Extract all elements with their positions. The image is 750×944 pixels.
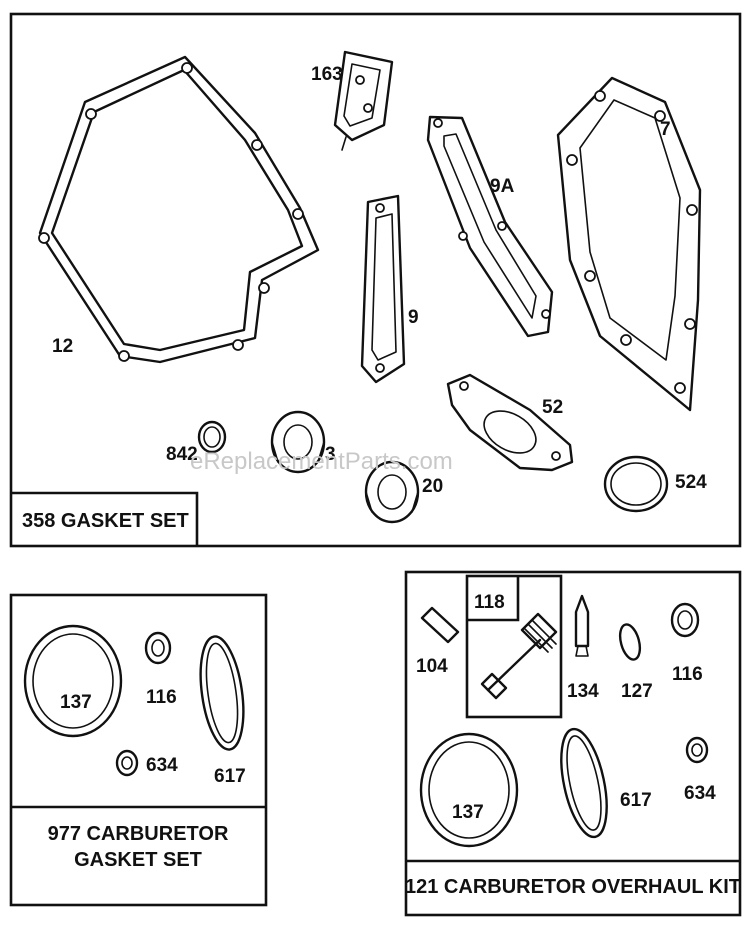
carb-gasket-set-title-line2: GASKET SET [74,849,202,871]
ring-524-part [603,455,669,513]
needle-134-part [574,594,590,657]
pin-104-part [420,606,460,644]
label-127: 127 [621,681,653,702]
kit-118-box [465,574,563,719]
label-3: 3 [325,444,336,465]
label-137-set: 137 [60,692,92,713]
label-104: 104 [416,656,448,677]
ring-842-part [197,420,227,454]
gasket-9-part [360,194,406,384]
gasket-set-panel: 358 GASKET SET 12 163 9A [9,12,742,548]
label-634-kit: 634 [684,783,716,804]
ring-617-part [199,635,245,751]
gasket-163-part [333,50,394,151]
ring-617-kit-part [560,727,608,839]
watermark-text: eReplacementParts.com [190,448,453,475]
carb-gasket-set-title-line1: 977 CARBURETOR [48,823,229,845]
overhaul-kit-frame [404,570,742,917]
label-12: 12 [52,336,73,357]
label-52: 52 [542,397,563,418]
overhaul-kit-title: 121 CARBURETOR OVERHAUL KIT [405,876,741,898]
disc-127-part [618,623,642,661]
seal-116-part [144,631,172,665]
label-7: 7 [660,119,671,140]
label-116-kit: 116 [672,664,703,685]
label-617-kit: 617 [620,790,652,811]
carb-gasket-set-panel: 977 CARBURETOR GASKET SET 137 116 634 61… [9,593,268,907]
gasket-9a-part [426,115,554,338]
needle-screw-part [480,612,558,700]
gasket-set-frame [9,12,742,548]
label-137-kit: 137 [452,802,484,823]
label-9: 9 [408,307,419,328]
label-116-set: 116 [146,687,177,708]
gasket-set-title: 358 GASKET SET [22,510,189,532]
gasket-set-title-box [11,491,199,546]
ring-137-kit-part [419,732,519,848]
seal-634-part [115,749,139,777]
label-634-set: 634 [146,755,178,776]
carb-gasket-set-frame [9,593,268,907]
label-617-set: 617 [214,766,246,787]
overhaul-kit-panel: 121 CARBURETOR OVERHAUL KIT 118 104 134 … [404,570,742,917]
ring-137-part [23,624,123,738]
label-842: 842 [166,444,198,465]
head-gasket-7-part [556,76,702,412]
seal-20-part [364,460,420,524]
label-163: 163 [311,64,343,85]
seal-634-kit-part [685,736,709,764]
label-9a: 9A [490,176,515,197]
crankcase-gasket-part [38,55,320,364]
label-134: 134 [567,681,599,702]
seal-116-kit-part [670,602,700,638]
label-118: 118 [474,592,505,613]
label-524: 524 [675,472,707,493]
label-20: 20 [422,476,443,497]
seal-3-part [270,410,326,474]
gasket-52-part [446,373,574,472]
